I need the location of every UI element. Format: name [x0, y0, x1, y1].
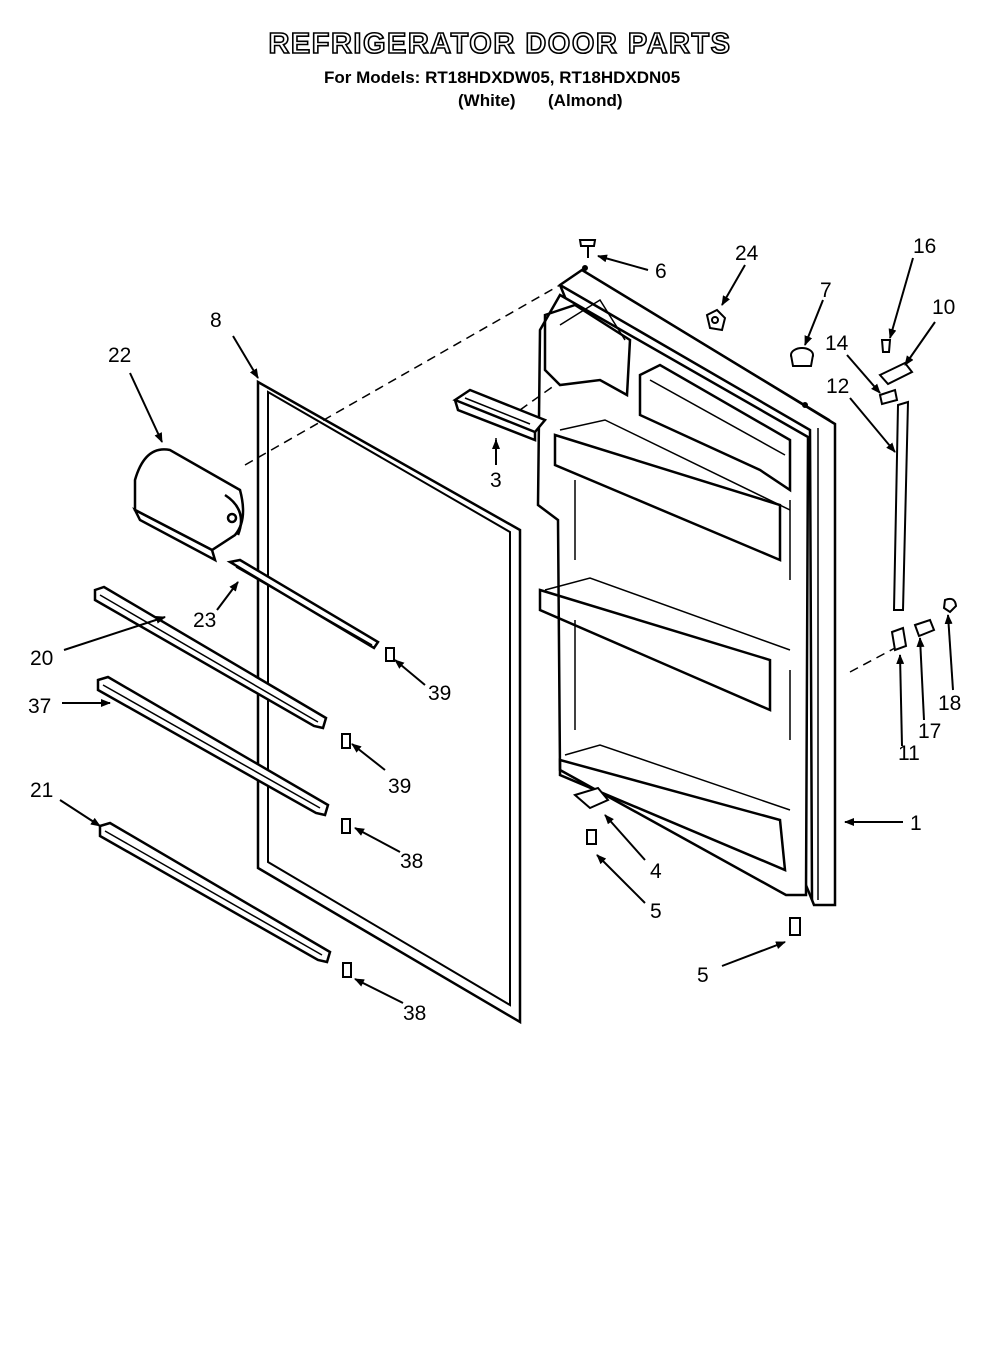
callout-6: 6 [655, 260, 667, 283]
variant-almond-label: (Almond) [548, 91, 623, 110]
callout-17: 17 [918, 720, 941, 743]
callout-24: 24 [735, 242, 759, 265]
plug-part-7 [790, 347, 814, 408]
callout-3: 3 [490, 469, 502, 492]
callout-11: 11 [898, 742, 920, 765]
callout-39: 39 [428, 682, 451, 705]
variant-white-label: (White) [458, 91, 516, 110]
callout-12: 12 [826, 375, 849, 398]
callout-18: 18 [938, 692, 961, 715]
callout-23: 23 [193, 609, 216, 632]
model-number-almond: RT18HDXDN05 [559, 68, 681, 87]
callout-8: 8 [210, 309, 222, 332]
rail-clips [341, 647, 395, 978]
door-gasket [256, 379, 522, 1025]
callout-7: 7 [820, 279, 832, 302]
callout-16: 16 [913, 235, 936, 258]
shelf-trim-part [226, 558, 380, 650]
butter-tray-part [452, 388, 548, 458]
callout-10: 10 [932, 296, 955, 319]
callout-labels: 1 3 4 5 5 6 7 8 10 11 12 14 16 17 18 20 … [28, 235, 961, 1025]
callout-5: 5 [650, 900, 662, 923]
door-liner [536, 293, 810, 897]
callout-37: 37 [28, 695, 51, 718]
door-rail-part-20 [93, 585, 328, 730]
callout-21: 21 [30, 779, 53, 802]
callout-38: 38 [400, 850, 423, 873]
dairy-door-part [132, 448, 245, 563]
callout-14: 14 [825, 332, 849, 355]
callout-4: 4 [650, 860, 662, 883]
diagram-title: REFRIGERATOR DOOR PARTS [268, 27, 732, 61]
model-number-white: RT18HDXDW05 [425, 68, 550, 87]
hinge-hardware-top [878, 339, 914, 406]
hinge-hardware-bottom [890, 597, 958, 652]
door-rail-part-37 [96, 675, 330, 817]
screw-part-6 [578, 239, 597, 271]
callout-5: 5 [697, 964, 709, 987]
door-rail-part-21 [98, 821, 332, 964]
leader-lines [59, 254, 954, 1004]
door-rod-part-12 [892, 400, 910, 611]
callout-38: 38 [403, 1002, 426, 1025]
models-line: For Models: RT18HDXDW05, RT18HDXDN05 [324, 68, 681, 87]
alignment-lines [244, 284, 896, 673]
diagram-header: REFRIGERATOR DOOR PARTS For Models: RT18… [0, 0, 1000, 120]
models-prefix: For Models: [324, 68, 421, 87]
door-stop-part [572, 786, 801, 936]
callout-39: 39 [388, 775, 411, 798]
cam-part-24 [705, 308, 727, 332]
callout-22: 22 [108, 344, 131, 367]
callout-20: 20 [30, 647, 53, 670]
callout-1: 1 [910, 812, 922, 835]
